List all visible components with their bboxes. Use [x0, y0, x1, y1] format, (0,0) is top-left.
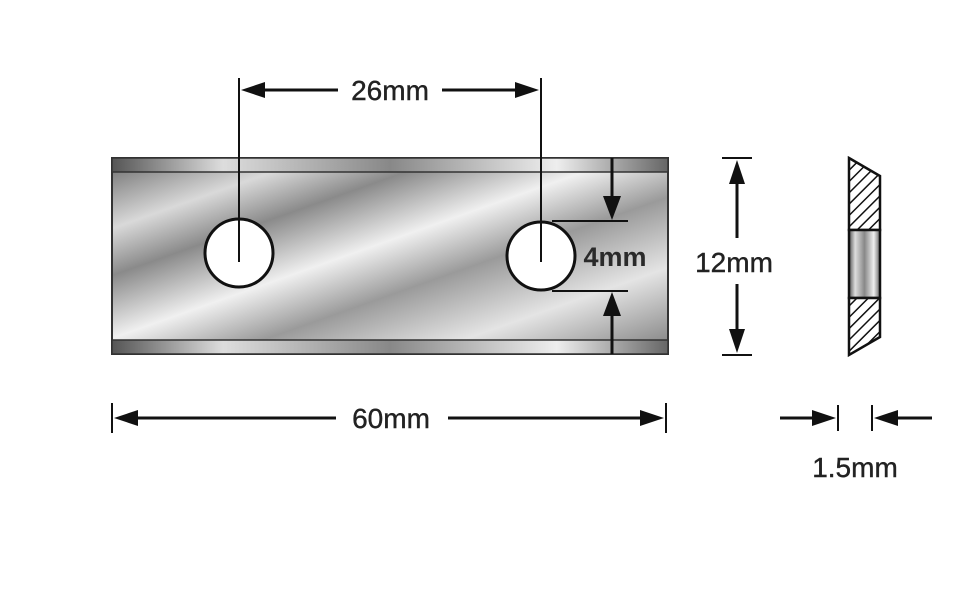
height-label: 12mm	[695, 247, 773, 278]
arrow-right-icon	[812, 410, 836, 426]
arrow-up-icon	[729, 160, 745, 184]
thickness-dimension: 1.5mm	[780, 405, 932, 483]
thickness-label: 1.5mm	[812, 452, 898, 483]
arrow-left-icon	[114, 410, 138, 426]
length-label: 60mm	[352, 403, 430, 434]
height-dimension: 12mm	[695, 157, 773, 356]
side-top-section	[847, 155, 882, 232]
arrow-down-icon	[603, 196, 621, 220]
hole-diameter-label: 4mm	[583, 242, 646, 272]
side-bottom-section	[847, 296, 882, 358]
arrow-up-icon	[603, 292, 621, 316]
arrow-down-icon	[729, 329, 745, 353]
blade-bottom-bevel	[111, 339, 669, 355]
side-middle-section	[847, 228, 882, 300]
hole-spacing-label: 26mm	[351, 75, 429, 106]
hole-diameter-dimension: 4mm	[552, 158, 647, 354]
length-dimension: 60mm	[111, 403, 667, 434]
arrow-right-icon	[640, 410, 664, 426]
hole-spacing-dimension: 26mm	[238, 75, 542, 262]
blade-side-view	[847, 155, 882, 358]
arrow-left-icon	[874, 410, 898, 426]
arrow-right-icon	[515, 82, 539, 98]
arrow-left-icon	[241, 82, 265, 98]
blade-top-bevel	[111, 157, 669, 173]
